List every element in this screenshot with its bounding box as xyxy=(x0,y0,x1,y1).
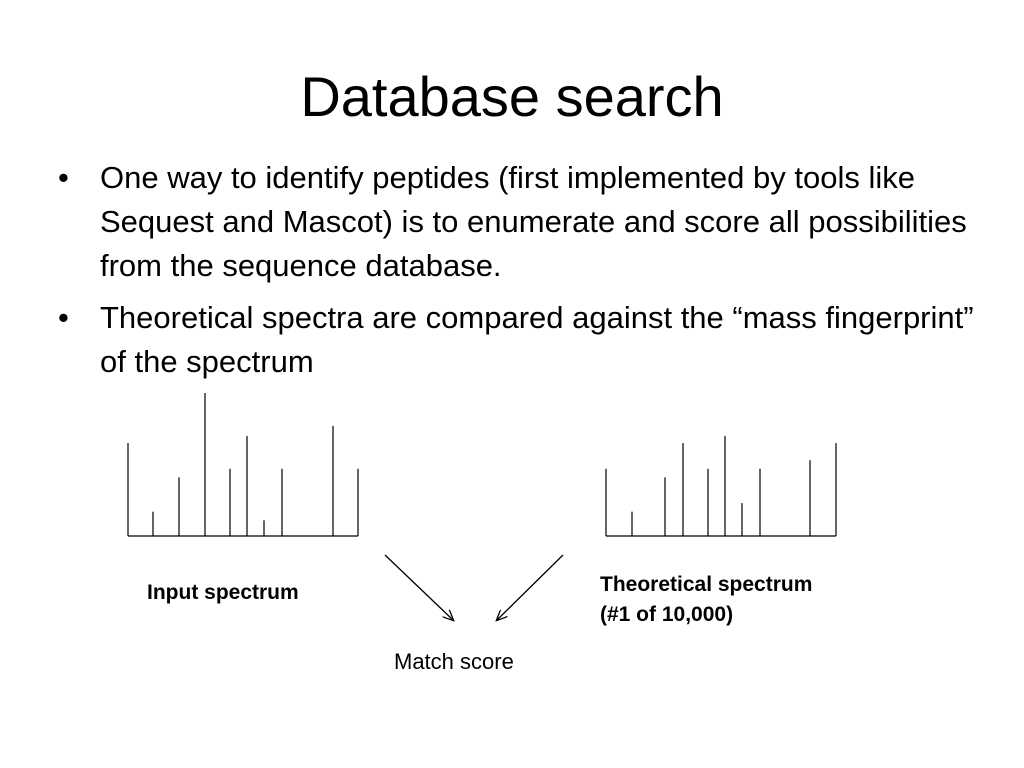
bullet-text: Theoretical spectra are compared against… xyxy=(100,300,974,379)
input-spectrum-label: Input spectrum xyxy=(147,581,299,604)
slide-title: Database search xyxy=(300,65,724,128)
theoretical-spectrum xyxy=(605,435,837,537)
bullet-item: • One way to identify peptides (first im… xyxy=(58,156,978,288)
match-score-label: Match score xyxy=(394,649,514,674)
bullet-item: • Theoretical spectra are compared again… xyxy=(58,296,978,384)
theoretical-label-line2: (#1 of 10,000) xyxy=(600,603,734,626)
bullet-dot-icon: • xyxy=(58,160,69,195)
input-spectrum xyxy=(127,393,359,537)
arrow-left xyxy=(384,554,453,620)
bullet-dot-icon: • xyxy=(58,300,69,335)
bullet-list: • One way to identify peptides (first im… xyxy=(58,156,978,392)
theoretical-label-line1: Theoretical spectrum xyxy=(600,573,813,596)
theoretical-spectrum-label: Theoretical spectrum (#1 of 10,000) xyxy=(600,570,812,630)
bullet-text: One way to identify peptides (first impl… xyxy=(100,160,967,283)
arrow-right xyxy=(497,554,564,620)
